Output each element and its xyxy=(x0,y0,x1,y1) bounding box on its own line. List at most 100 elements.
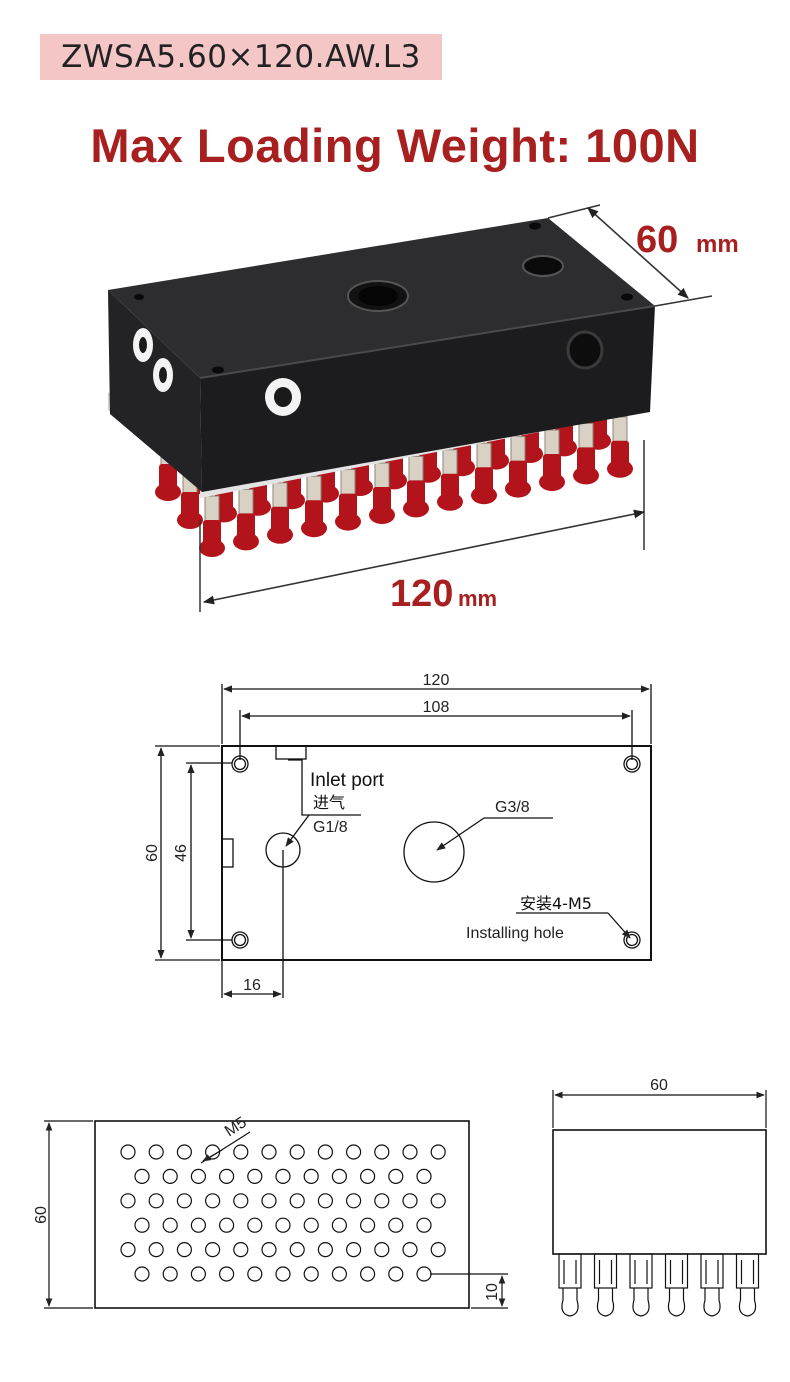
suction-hole xyxy=(388,1266,404,1282)
threaded-hole xyxy=(522,255,564,277)
suction-hole xyxy=(430,1144,446,1160)
photo-cup-stem xyxy=(543,454,561,480)
suction-hole xyxy=(219,1266,235,1282)
side-cup-fitting xyxy=(629,1253,653,1289)
photo-cup-fitting xyxy=(578,422,594,450)
suction-hole xyxy=(303,1168,319,1185)
photo-cup-stem xyxy=(181,492,199,518)
suction-hole xyxy=(190,1266,206,1282)
suction-hole xyxy=(346,1241,362,1258)
suction-hole xyxy=(275,1266,291,1282)
photo-cup-mouth xyxy=(607,459,633,478)
photo-cup-mouth xyxy=(155,483,181,501)
photo-cup-stem xyxy=(611,440,629,467)
suction-hole xyxy=(331,1168,347,1185)
bottom-view-outline xyxy=(94,1120,470,1309)
suction-hole xyxy=(317,1193,333,1209)
photo-cup-fitting xyxy=(204,495,220,523)
mount-leader xyxy=(607,912,631,939)
suction-hole xyxy=(120,1241,136,1258)
right-port xyxy=(566,330,604,370)
mount-hole-top-left xyxy=(231,755,249,773)
side-cup xyxy=(561,1288,579,1317)
dim-60-label: 60 xyxy=(144,844,161,862)
photo-cup-stem xyxy=(441,473,459,500)
suction-hole xyxy=(190,1217,206,1233)
length-dim-line xyxy=(202,509,646,605)
side-cup-fitting xyxy=(593,1253,618,1289)
max-load-headline: Max Loading Weight: 100N xyxy=(90,119,700,172)
model-code: ZWSA5.60×120.AW.L3 xyxy=(61,39,421,75)
photo-cup-stem xyxy=(475,467,493,494)
suction-hole xyxy=(374,1241,390,1258)
photo-cup-fitting xyxy=(238,488,254,516)
inlet-port-label-cn: 进气 xyxy=(313,793,345,812)
side-cup xyxy=(667,1288,686,1317)
suction-hole-grid xyxy=(120,1144,446,1282)
photo-cup-mouth xyxy=(505,479,531,498)
suction-hole xyxy=(374,1144,390,1160)
suction-hole xyxy=(205,1241,221,1258)
suction-hole xyxy=(430,1241,446,1258)
suction-hole xyxy=(261,1241,277,1258)
photo-cup-stem xyxy=(577,447,595,474)
m5-leader-arrow xyxy=(202,1149,223,1162)
width-ext-line-2 xyxy=(654,295,713,307)
photo-cup-fitting xyxy=(306,475,322,503)
side-view-drawing xyxy=(552,1090,767,1317)
mount-label-cn: 安装4-M5 xyxy=(520,894,592,913)
mount-hole-bottom-left-inner xyxy=(233,933,247,947)
suction-hole xyxy=(134,1266,150,1282)
side-cup-fitting xyxy=(735,1253,760,1289)
suction-hole xyxy=(402,1241,418,1258)
photo-cup-mouth xyxy=(369,506,395,524)
side-fitting-1-bore xyxy=(139,337,147,353)
width-dim-line xyxy=(587,207,689,299)
suction-hole xyxy=(261,1193,277,1209)
inlet-leader xyxy=(285,814,310,847)
block-front-face xyxy=(200,306,655,492)
suction-hole xyxy=(331,1217,347,1233)
product-photo: 60 mm 120 mm xyxy=(108,204,739,615)
inlet-thread-label: G1/8 xyxy=(313,819,348,836)
photo-cup-mouth xyxy=(539,473,565,491)
photo-length-unit: mm xyxy=(458,586,497,611)
suction-hole xyxy=(346,1144,362,1160)
suction-hole xyxy=(331,1266,347,1282)
side-cup-fitting xyxy=(700,1253,724,1289)
photo-cup-stem xyxy=(407,480,425,507)
suction-hole xyxy=(261,1144,277,1160)
photo-cup-fitting xyxy=(374,462,390,490)
side-view-body xyxy=(552,1129,767,1255)
suction-hole xyxy=(346,1193,362,1209)
suction-hole xyxy=(247,1168,263,1185)
mount-hole-bottom-left xyxy=(231,931,249,949)
photo-cup-fitting xyxy=(442,449,458,477)
mount-hole-3 xyxy=(621,293,633,301)
top-view-outline xyxy=(221,745,652,961)
mount-hole-bottom-right xyxy=(623,931,641,949)
photo-cup-mouth xyxy=(437,492,463,511)
front-fitting-bore xyxy=(274,387,292,407)
suction-hole xyxy=(162,1168,178,1185)
photo-cup-fitting xyxy=(612,416,628,444)
side-view-cups xyxy=(558,1253,760,1317)
dim-108-label: 108 xyxy=(423,699,450,716)
mount-hole-bottom-right-inner xyxy=(625,933,639,947)
bottom-view-drawing xyxy=(44,1120,508,1309)
suction-hole xyxy=(402,1144,418,1160)
suction-hole xyxy=(120,1193,136,1209)
photo-cup-mouth xyxy=(199,539,225,557)
suction-hole xyxy=(289,1241,305,1258)
photo-cup-fitting xyxy=(340,469,356,497)
side-fitting-stub xyxy=(221,838,234,868)
photo-cup-mouth xyxy=(403,499,429,518)
mount-hole-2 xyxy=(529,222,541,230)
photo-length-value: 120 xyxy=(390,573,453,615)
suction-hole xyxy=(275,1217,291,1233)
photo-cup-fitting xyxy=(408,455,424,483)
suction-hole xyxy=(402,1193,418,1209)
m5-thread-label: M5 xyxy=(222,1114,250,1140)
bottom-dim-60-label: 60 xyxy=(33,1206,50,1224)
